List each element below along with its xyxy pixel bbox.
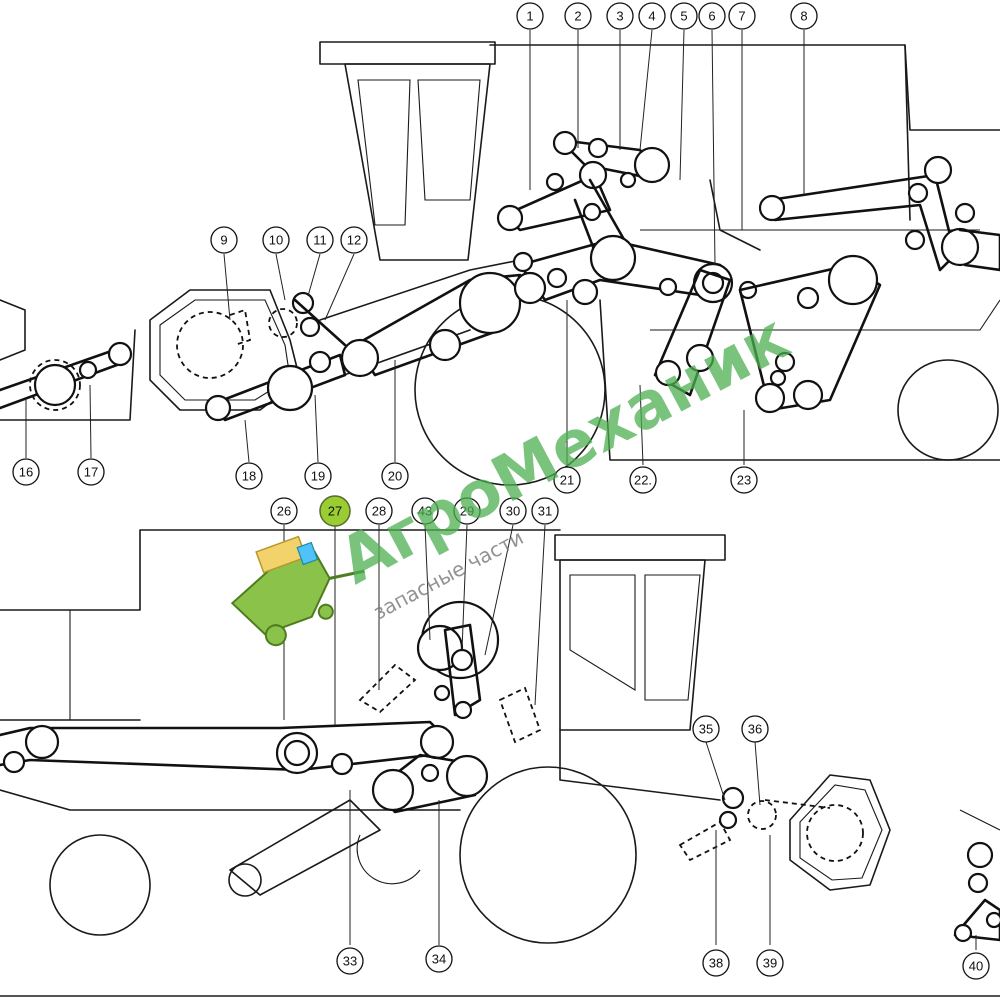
callout-26: 26 <box>270 497 298 525</box>
callout-19: 19 <box>304 462 332 490</box>
svg-text:39: 39 <box>763 956 777 971</box>
svg-text:5: 5 <box>680 9 687 24</box>
callout-3: 3 <box>606 2 634 30</box>
callout-38: 38 <box>702 949 730 977</box>
svg-text:20: 20 <box>388 469 402 484</box>
callout-18: 18 <box>235 462 263 490</box>
bottom-combine-body <box>0 529 1000 944</box>
callout-22: 22. <box>629 466 657 494</box>
callout-35: 35 <box>692 715 720 743</box>
svg-text:4: 4 <box>648 9 655 24</box>
callout-40: 40 <box>962 952 990 980</box>
svg-text:8: 8 <box>800 9 807 24</box>
callout-20: 20 <box>381 462 409 490</box>
svg-text:10: 10 <box>269 233 283 248</box>
callout-33: 33 <box>336 947 364 975</box>
svg-text:36: 36 <box>748 722 762 737</box>
svg-text:27: 27 <box>328 504 342 519</box>
callout-10: 10 <box>262 226 290 254</box>
svg-text:29: 29 <box>460 504 474 519</box>
svg-text:18: 18 <box>242 469 256 484</box>
svg-text:22.: 22. <box>634 473 652 488</box>
bottom-belt-drives <box>0 600 1000 943</box>
top-leader-lines <box>25 29 805 466</box>
svg-text:19: 19 <box>311 469 325 484</box>
svg-text:16: 16 <box>19 465 33 480</box>
svg-text:3: 3 <box>616 9 623 24</box>
combine-harvester-logo-icon <box>230 535 365 647</box>
callout-11: 11 <box>306 226 334 254</box>
svg-text:38: 38 <box>709 956 723 971</box>
svg-text:35: 35 <box>699 722 713 737</box>
callout-5: 5 <box>670 2 698 30</box>
callout-30: 30 <box>499 497 527 525</box>
callout-16: 16 <box>12 458 40 486</box>
callout-8: 8 <box>790 2 818 30</box>
svg-text:12: 12 <box>347 233 361 248</box>
callout-1: 1 <box>516 2 544 30</box>
callout-31: 31 <box>531 497 559 525</box>
callout-36: 36 <box>741 715 769 743</box>
svg-text:28: 28 <box>372 504 386 519</box>
callout-29: 29 <box>453 497 481 525</box>
callout-27-highlighted: 27 <box>319 495 351 527</box>
svg-text:43: 43 <box>418 504 432 519</box>
svg-text:33: 33 <box>343 954 357 969</box>
svg-text:1: 1 <box>526 9 533 24</box>
svg-text:40: 40 <box>969 959 983 974</box>
svg-text:21: 21 <box>560 473 574 488</box>
svg-text:6: 6 <box>708 9 715 24</box>
watermark-brand: АгроМеханик <box>328 301 801 600</box>
svg-text:17: 17 <box>84 465 98 480</box>
callout-39: 39 <box>756 949 784 977</box>
svg-text:7: 7 <box>738 9 745 24</box>
callout-4: 4 <box>638 2 666 30</box>
callout-7: 7 <box>728 2 756 30</box>
callout-21: 21 <box>553 466 581 494</box>
callout-43: 43 <box>411 497 439 525</box>
top-belt-drives <box>0 130 1000 422</box>
callout-9: 9 <box>210 226 238 254</box>
svg-text:9: 9 <box>220 233 227 248</box>
callout-28: 28 <box>365 497 393 525</box>
svg-text:30: 30 <box>506 504 520 519</box>
callout-23: 23 <box>730 466 758 494</box>
svg-text:31: 31 <box>538 504 552 519</box>
callout-34: 34 <box>425 945 453 973</box>
svg-text:2: 2 <box>574 9 581 24</box>
svg-text:11: 11 <box>313 233 327 248</box>
callout-2: 2 <box>564 2 592 30</box>
svg-text:34: 34 <box>432 952 446 967</box>
svg-text:23: 23 <box>737 473 751 488</box>
svg-text:26: 26 <box>277 504 291 519</box>
callout-17: 17 <box>77 458 105 486</box>
callout-12: 12 <box>340 226 368 254</box>
callout-6: 6 <box>698 2 726 30</box>
top-combine-body <box>0 41 1000 486</box>
